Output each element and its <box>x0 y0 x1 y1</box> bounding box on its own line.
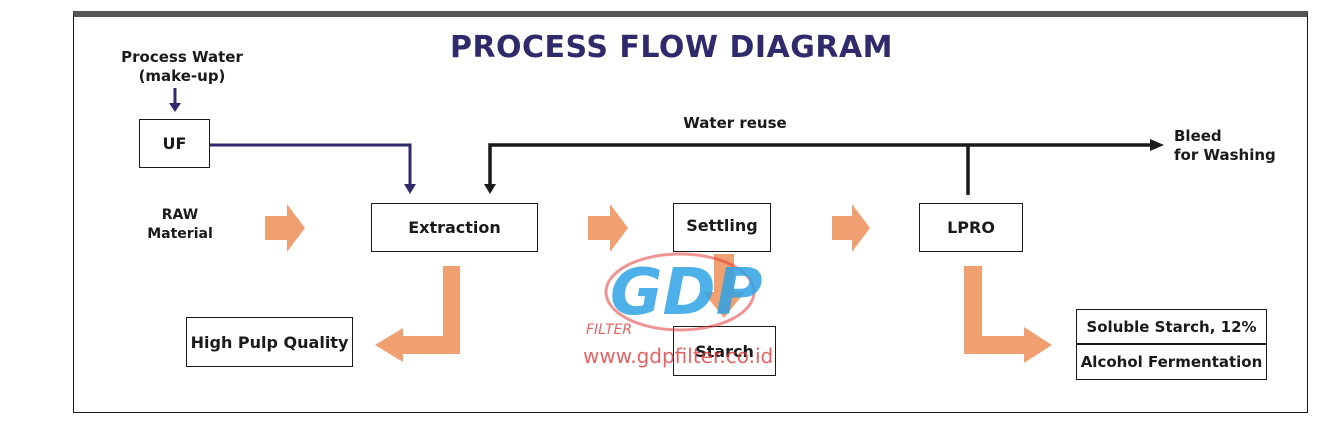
uf-to-extraction-line <box>210 143 416 194</box>
diagram-title: PROCESS FLOW DIAGRAM <box>449 30 894 65</box>
lpro-node: LPRO <box>919 203 1023 252</box>
alcohol-fermentation-node: Alcohol Fermentation <box>1076 344 1267 380</box>
process-water-line1: Process Water <box>121 48 243 66</box>
high-pulp-quality-node: High Pulp Quality <box>186 317 353 367</box>
settling-to-lpro-arrow <box>832 204 870 252</box>
water-reuse-line <box>484 139 1164 195</box>
settling-to-starch-arrow <box>703 254 745 318</box>
watermark-url: www.gdpfilter.co.id <box>583 344 774 368</box>
bleed-line1: Bleed <box>1174 127 1222 145</box>
soluble-starch-node: Soluble Starch, 12% <box>1076 309 1267 344</box>
settling-node: Settling <box>673 203 771 252</box>
watermark-logo-text: GDP <box>610 256 763 330</box>
watermark-sub-text: FILTER <box>586 322 632 338</box>
gdp-filter-watermark-logo: GDP FILTER <box>586 252 763 338</box>
raw-material-label: RAW Material <box>132 206 228 244</box>
process-water-arrow <box>169 88 181 112</box>
extraction-node: Extraction <box>371 203 538 252</box>
raw-line1: RAW <box>161 207 199 223</box>
raw-line2: Material <box>147 226 213 242</box>
water-reuse-label: Water reuse <box>683 114 787 132</box>
lpro-to-soluble-arrow <box>964 266 1052 363</box>
starch-node: Starch <box>673 326 776 376</box>
extraction-to-pulp-arrow <box>375 266 460 362</box>
extraction-to-settling-arrow <box>588 204 628 252</box>
bleed-label: Bleed for Washing <box>1174 127 1294 165</box>
raw-to-extraction-arrow <box>265 204 305 252</box>
bleed-line2: for Washing <box>1174 146 1276 164</box>
process-water-line2: (make-up) <box>138 67 226 85</box>
process-water-label: Process Water (make-up) <box>112 48 252 86</box>
uf-node: UF <box>139 119 210 168</box>
